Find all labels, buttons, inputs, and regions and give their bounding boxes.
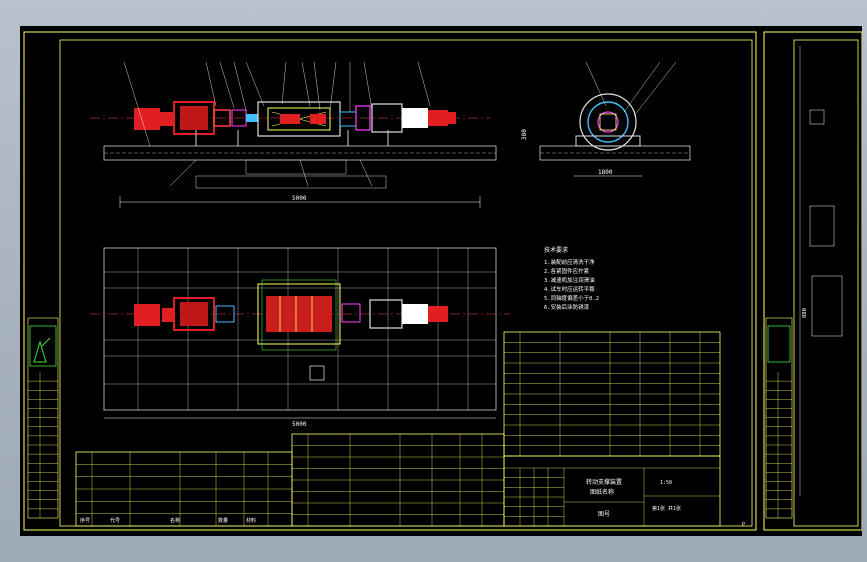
plan-width-dim: 5000	[292, 421, 307, 428]
side-view-wheel-icon	[575, 93, 641, 151]
leader-line	[417, 61, 431, 107]
leader-line	[329, 61, 337, 111]
title-block: 转动支撑装置 图纸名称 图号 1:50 第1张 共1张	[503, 455, 721, 527]
leader-line	[281, 61, 287, 105]
right-sheet-border	[763, 31, 862, 531]
leader-line	[585, 61, 607, 107]
plan-view: 5000	[90, 247, 510, 428]
leader-line	[123, 61, 151, 147]
leader-line	[633, 61, 677, 117]
note-1: 1.装配前应清洗干净	[544, 258, 595, 266]
leader-line	[623, 61, 661, 113]
plan-outer-frame	[103, 247, 497, 411]
note-5: 5.同轴度偏差小于0.2	[544, 294, 599, 302]
parts-table-middle	[291, 433, 505, 527]
leader-line	[359, 159, 373, 187]
title-sheet: 第1张 共1张	[652, 505, 681, 512]
side-width-dim: 1800	[598, 169, 613, 176]
hdr-no: 序号	[80, 517, 90, 524]
title-code: 图号	[598, 511, 610, 518]
left-logo-block	[27, 317, 59, 519]
parts-table-left	[75, 451, 293, 527]
gearmotor-right-icon	[355, 103, 456, 133]
hdr-name: 名称	[170, 517, 180, 524]
right-sheet-inner-border	[793, 39, 859, 527]
note-2: 2.各紧固件应拧紧	[544, 267, 590, 275]
drum-section-icon	[257, 101, 341, 137]
leader-line	[205, 61, 217, 107]
cad-drawing-svg: 5000 1800 380	[23, 31, 862, 531]
leader-line	[301, 61, 311, 107]
elevation-length-dim: 5000	[292, 195, 307, 202]
gearmotor-left-icon	[134, 101, 231, 135]
plan-gearmotor-right-icon	[369, 299, 448, 329]
leader-line	[233, 61, 247, 111]
cad-drawing-canvas: 5000 1800 380	[20, 26, 862, 536]
parts-table-right	[503, 331, 721, 457]
leader-line	[219, 61, 235, 109]
right-sheet-content: 880	[765, 46, 843, 519]
title-scale: 1:50	[660, 480, 672, 486]
note-3: 3.减速机加注润滑油	[544, 276, 595, 284]
right-height-dim: 880	[802, 308, 808, 318]
title-name-line1: 转动支撑装置	[586, 478, 622, 486]
title-name-line2: 图纸名称	[590, 488, 614, 496]
hdr-material: 材料	[246, 517, 256, 524]
technical-notes: 技术要求 1.装配前应清洗干净 2.各紧固件应拧紧 3.减速机加注润滑油 4.试…	[544, 246, 599, 311]
coupling-right-icon	[339, 111, 357, 127]
notes-title: 技术要求	[544, 246, 568, 254]
right-logo-block	[765, 317, 793, 519]
leader-line	[169, 159, 197, 187]
right-logo-icon	[767, 325, 791, 363]
hdr-qty: 数量	[218, 517, 228, 524]
side-view: 1800 380	[521, 61, 691, 177]
plan-gearmotor-left-icon	[134, 297, 215, 331]
height-dim-a: 380	[521, 129, 528, 140]
plan-drum-icon	[257, 279, 341, 351]
leader-line	[245, 61, 265, 107]
note-6: 6.安装后涂防锈漆	[544, 303, 590, 311]
elevation-view: 5000	[90, 61, 497, 208]
leader-line	[299, 159, 309, 187]
logo-icon	[29, 325, 57, 367]
note-4: 4.试车时应运转平稳	[544, 285, 595, 293]
leader-line	[313, 61, 321, 111]
hdr-code: 代号	[110, 517, 120, 524]
parts-header-row: 序号 代号 名称 数量 材料	[80, 517, 256, 524]
leader-line	[363, 61, 373, 111]
corner-label: P	[742, 522, 745, 528]
sheet-outer-border	[23, 31, 757, 531]
plan-small-square	[309, 365, 325, 381]
